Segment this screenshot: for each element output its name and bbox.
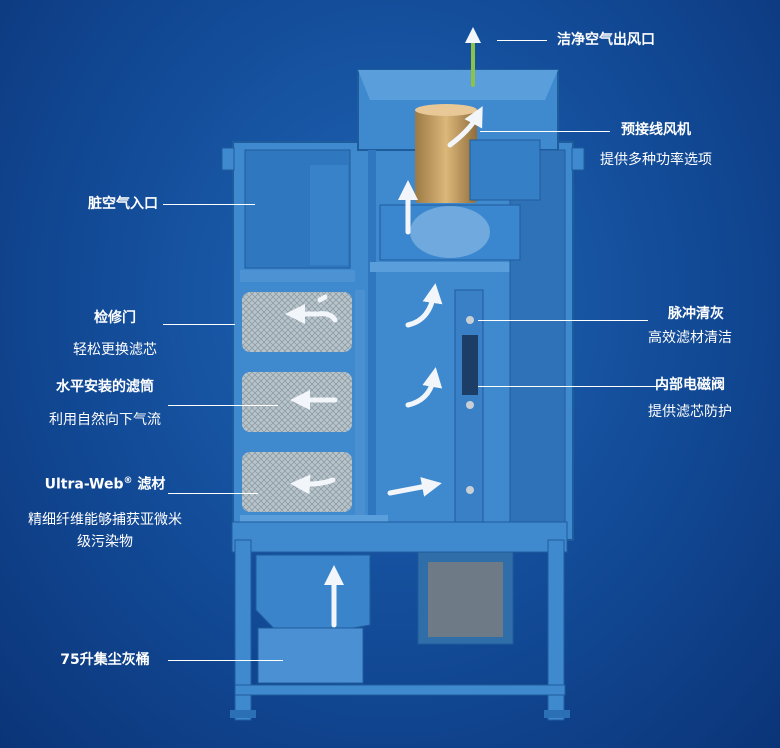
label-access-door-desc: 轻松更换滤芯	[73, 342, 157, 358]
line-ultraweb	[168, 493, 258, 494]
label-pulse-title: 脉冲清灰	[668, 306, 724, 322]
label-fan-desc: 提供多种功率选项	[600, 152, 712, 168]
label-horizontal-filter-title: 水平安装的滤筒	[56, 379, 154, 395]
label-pulse-desc: 高效滤材清洁	[648, 330, 732, 346]
line-dust-bin	[168, 660, 283, 661]
ultraweb-title-prefix: Ultra-Web	[44, 476, 124, 493]
label-fan-title: 预接线风机	[621, 122, 691, 138]
line-inlet	[163, 204, 255, 205]
label-ultraweb-desc-1: 精细纤维能够捕获亚微米	[28, 512, 182, 528]
ultraweb-reg-mark: ®	[123, 476, 133, 486]
label-ultraweb-desc-2: 级污染物	[77, 534, 133, 550]
filter-cartridges	[240, 290, 388, 523]
label-solenoid-title: 内部电磁阀	[655, 377, 725, 393]
label-access-door-title: 检修门	[94, 310, 136, 326]
line-horizontal-filter	[168, 405, 278, 406]
airflow-arrows	[285, 27, 483, 628]
label-clean-air-outlet: 洁净空气出风口	[557, 32, 655, 48]
line-outlet	[497, 40, 547, 41]
label-solenoid-desc: 提供滤芯防护	[648, 404, 732, 420]
hopper-base	[230, 521, 570, 721]
label-horizontal-filter-desc: 利用自然向下气流	[49, 412, 161, 428]
line-solenoid	[478, 386, 668, 387]
line-pulse	[478, 320, 648, 321]
line-fan	[480, 131, 610, 132]
fan-motor	[379, 104, 541, 261]
label-dust-bin: 75升集尘灰桶	[60, 652, 150, 668]
ultraweb-title-suffix: 滤材	[132, 476, 166, 493]
label-dirty-air-inlet: 脏空气入口	[88, 196, 158, 212]
label-ultraweb-title: Ultra-Web® 滤材	[20, 472, 190, 494]
line-door	[163, 324, 235, 325]
